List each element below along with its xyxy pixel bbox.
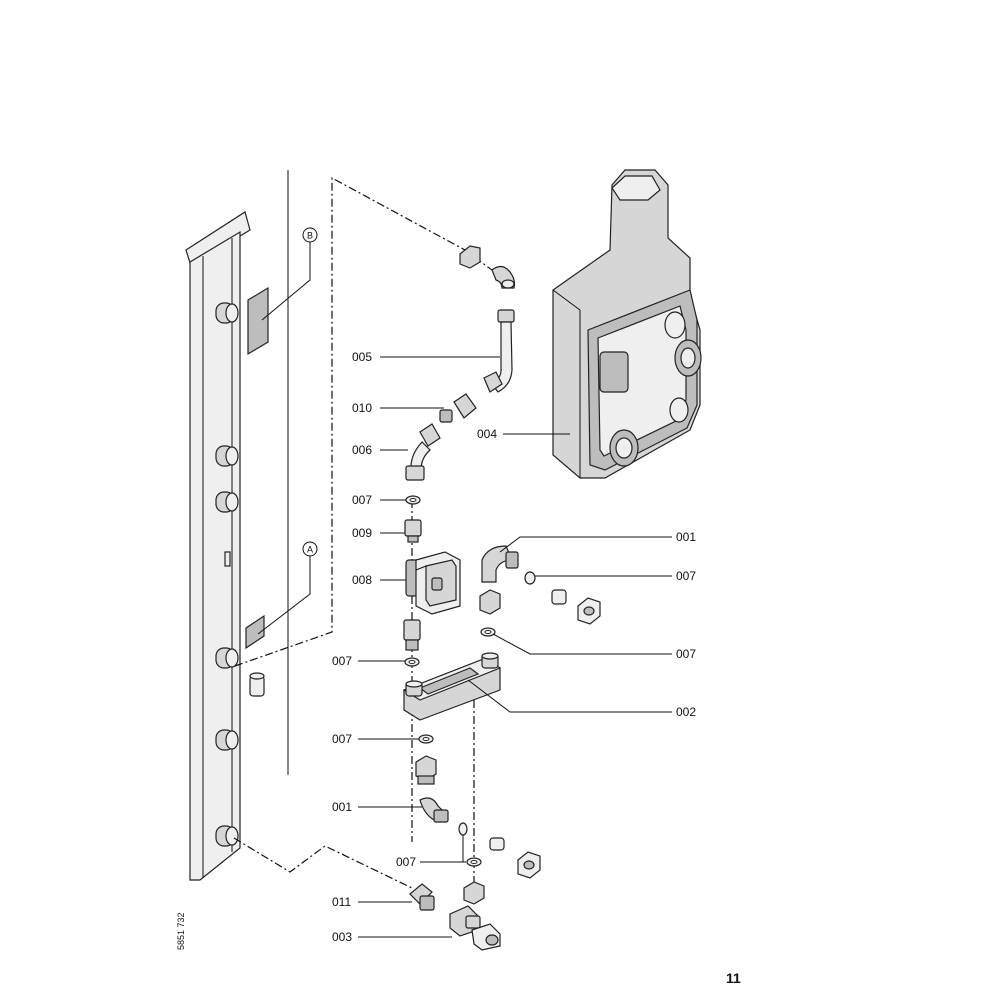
marker-a: A [257,541,318,635]
part-001-elbow-upper [481,545,519,583]
washer-007-d [458,822,468,836]
marker-b: B [261,227,318,321]
part-002-exchanger [402,652,502,721]
cap-nut-upper [577,597,601,625]
assembly-path-lower [233,837,413,889]
nut-lower-left [415,755,437,785]
label-011: 011 [332,895,351,909]
part-008-pump [405,551,461,615]
rail-port [215,825,239,847]
label-007: 007 [352,493,372,507]
nut-right [479,589,501,615]
elbow-top [491,265,516,289]
washer-007-g [480,627,496,637]
drawing-number: 5851 732 [176,912,186,950]
part-006-bent-pipe [405,423,441,481]
rail-port [215,445,239,467]
part-003-valve [449,905,501,951]
frame-rail [185,170,289,881]
label-007: 007 [332,654,352,668]
label-006: 006 [352,443,372,457]
washer-007-f [524,571,536,585]
part-001-elbow-lower [419,797,449,823]
label-004: 004 [477,427,497,441]
rail-port [215,729,239,751]
label-001: 001 [332,800,352,814]
exchanger-port [405,680,423,697]
detail-area-a [245,614,265,650]
label-003: 003 [332,930,352,944]
nut-lower-right [463,881,485,905]
label-007: 007 [332,732,352,746]
sleeve-lower [489,837,505,851]
washer-007-c [418,734,434,744]
housing-port [674,339,702,377]
sleeve-upper [551,589,567,605]
part-011-fitting [409,883,435,911]
cap-nut-lower [517,851,541,879]
nut-top [459,245,481,269]
label-009: 009 [352,526,372,540]
label-010: 010 [352,401,372,415]
pump-outlet-nipple [403,619,421,651]
label-007: 007 [676,569,696,583]
part-004-housing [552,169,702,479]
page-number: 11 [726,970,741,986]
part-005-pipe [483,309,515,393]
detail-area-b [247,286,269,356]
label-007: 007 [676,647,696,661]
rail-port [215,302,239,324]
leader-lines [358,356,672,938]
part-009-nipple [404,519,422,543]
label-008: 008 [352,573,372,587]
part-010-union [439,393,477,423]
svg-text:A: A [307,545,313,555]
rail-sleeve [249,672,265,697]
exchanger-port [481,652,499,669]
label-001: 001 [676,530,696,544]
housing-port [609,429,639,467]
washer-007-e [466,857,482,867]
rail-port [215,647,239,669]
label-007: 007 [396,855,416,869]
label-005: 005 [352,350,372,364]
rail-port [215,491,239,513]
washer-007-a [405,495,421,505]
svg-text:B: B [307,231,313,241]
label-002: 002 [676,705,696,719]
washer-007-b [404,657,420,667]
